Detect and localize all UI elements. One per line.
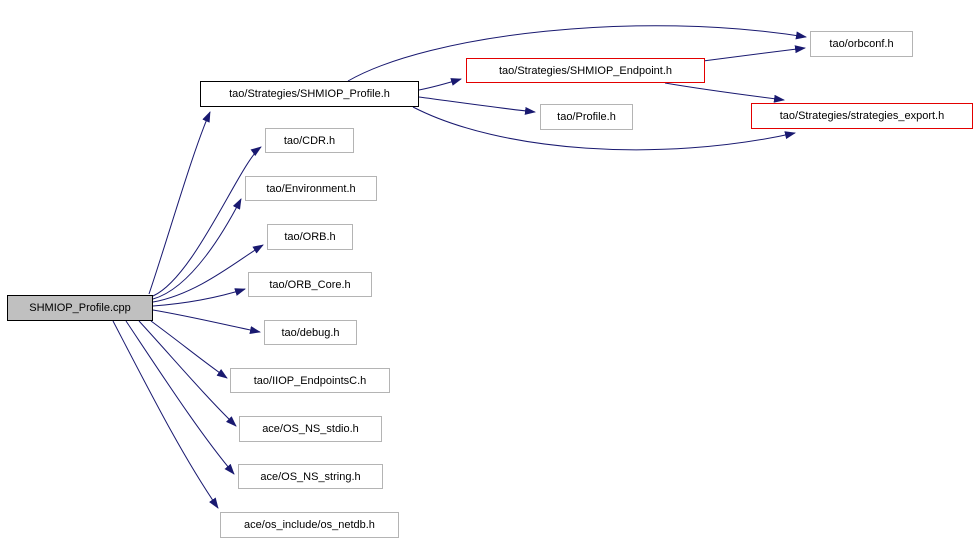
edge-cpp-to-shmiop-profile-h <box>148 111 211 295</box>
edge-shmiop-profile-h-to-profile-h <box>418 96 536 115</box>
node-tao-strategies-shmiop-profile-h[interactable]: tao/Strategies/SHMIOP_Profile.h <box>200 81 419 107</box>
edge-shmiop-profile-h-to-strategies-export-h <box>412 106 796 151</box>
node-tao-strategies-shmiop-endpoint-h[interactable]: tao/Strategies/SHMIOP_Endpoint.h <box>466 58 705 83</box>
edge-shmiop-profile-h-to-shmiop-endpoint-h <box>418 78 462 91</box>
edge-shmiop-profile-h-to-orbconf-h <box>347 25 807 82</box>
node-ace-os-ns-stdio-h[interactable]: ace/OS_NS_stdio.h <box>239 416 382 442</box>
node-shmiop-profile-cpp[interactable]: SHMIOP_Profile.cpp <box>7 295 153 321</box>
node-tao-iiop-endpointsc-h[interactable]: tao/IIOP_EndpointsC.h <box>230 368 390 393</box>
node-tao-orb-core-h[interactable]: tao/ORB_Core.h <box>248 272 372 297</box>
edge-cpp-to-debug-h <box>152 309 261 334</box>
node-tao-orbconf-h[interactable]: tao/orbconf.h <box>810 31 913 57</box>
node-ace-os-ns-string-h[interactable]: ace/OS_NS_string.h <box>238 464 383 489</box>
node-tao-strategies-strategies-export-h[interactable]: tao/Strategies/strategies_export.h <box>751 103 973 129</box>
edge-cpp-to-os-netdb-h <box>112 320 219 509</box>
edge-cpp-to-os-ns-stdio-h <box>138 320 237 427</box>
node-ace-os-include-os-netdb-h[interactable]: ace/os_include/os_netdb.h <box>220 512 399 538</box>
edge-cpp-to-orb-h <box>152 244 264 303</box>
edge-cpp-to-iiop-endpointsc-h <box>150 320 228 379</box>
edge-cpp-to-orb-core-h <box>152 288 246 307</box>
edge-cpp-to-os-ns-string-h <box>125 320 235 475</box>
edge-cpp-to-environment-h <box>152 198 242 300</box>
node-tao-orb-h[interactable]: tao/ORB.h <box>267 224 353 250</box>
edge-shmiop-endpoint-h-to-strategies-export-h <box>664 82 785 103</box>
node-tao-cdr-h[interactable]: tao/CDR.h <box>265 128 354 153</box>
edge-cpp-to-cdr-h <box>152 146 262 297</box>
node-tao-debug-h[interactable]: tao/debug.h <box>264 320 357 345</box>
node-tao-profile-h[interactable]: tao/Profile.h <box>540 104 633 130</box>
node-tao-environment-h[interactable]: tao/Environment.h <box>245 176 377 201</box>
edge-shmiop-endpoint-h-to-orbconf-h <box>702 45 806 62</box>
